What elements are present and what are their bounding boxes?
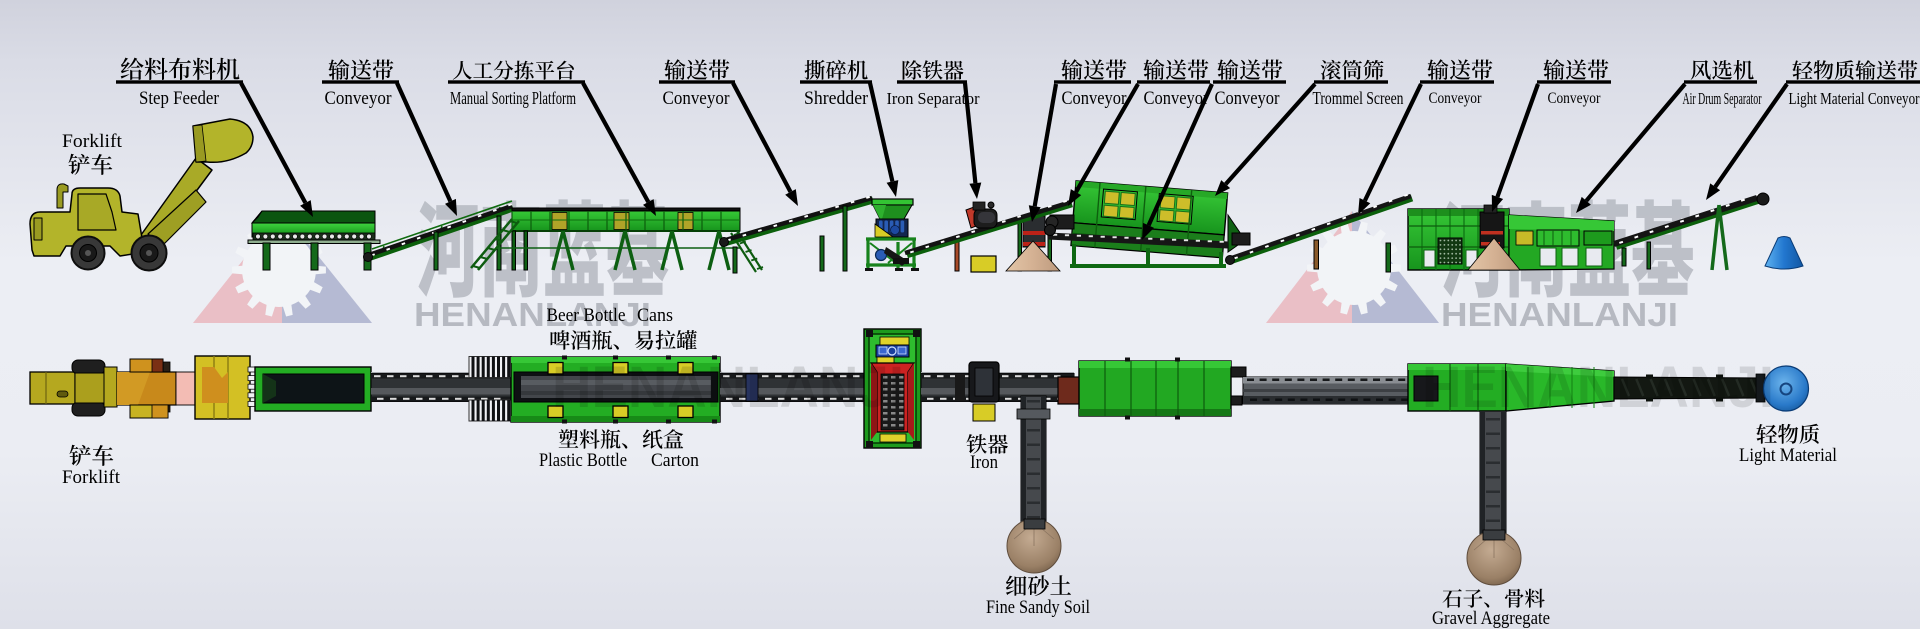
svg-text:Conveyor: Conveyor	[1062, 89, 1127, 109]
svg-text:Gravel Aggregate: Gravel Aggregate	[1432, 609, 1550, 629]
svg-text:Light Material Conveyor: Light Material Conveyor	[1789, 89, 1920, 108]
svg-text:HENANLANJI: HENANLANJI	[1422, 355, 1774, 420]
svg-text:HENANLANJI: HENANLANJI	[414, 296, 651, 333]
svg-text:Forklift: Forklift	[62, 467, 121, 488]
svg-text:Plastic Bottle: Plastic Bottle	[539, 451, 627, 471]
svg-text:Cans: Cans	[637, 306, 673, 326]
svg-text:Fine Sandy Soil: Fine Sandy Soil	[986, 598, 1090, 618]
svg-text:Conveyor: Conveyor	[1215, 89, 1280, 109]
svg-text:Carton: Carton	[651, 451, 699, 471]
svg-text:Light Material: Light Material	[1739, 446, 1837, 466]
svg-text:Shredder: Shredder	[804, 89, 868, 109]
svg-text:Conveyor: Conveyor	[1429, 90, 1483, 107]
svg-text:Air Drum Separator: Air Drum Separator	[1683, 89, 1762, 108]
svg-text:Trommel Screen: Trommel Screen	[1313, 88, 1404, 108]
svg-text:Conveyor: Conveyor	[1144, 89, 1209, 109]
svg-text:Conveyor: Conveyor	[1548, 90, 1602, 107]
svg-text:Forklift: Forklift	[62, 131, 123, 152]
svg-text:HENANLANJI: HENANLANJI	[552, 355, 904, 420]
svg-text:Beer Bottle: Beer Bottle	[547, 306, 626, 326]
svg-text:Iron: Iron	[970, 453, 998, 473]
svg-text:Conveyor: Conveyor	[325, 89, 392, 109]
svg-text:Step Feeder: Step Feeder	[139, 89, 219, 109]
svg-text:Conveyor: Conveyor	[663, 89, 730, 109]
svg-text:Manual Sorting Platform: Manual Sorting Platform	[450, 88, 576, 108]
svg-text:HENANLANJI: HENANLANJI	[1441, 296, 1678, 333]
svg-text:Iron Separator: Iron Separator	[887, 89, 980, 108]
